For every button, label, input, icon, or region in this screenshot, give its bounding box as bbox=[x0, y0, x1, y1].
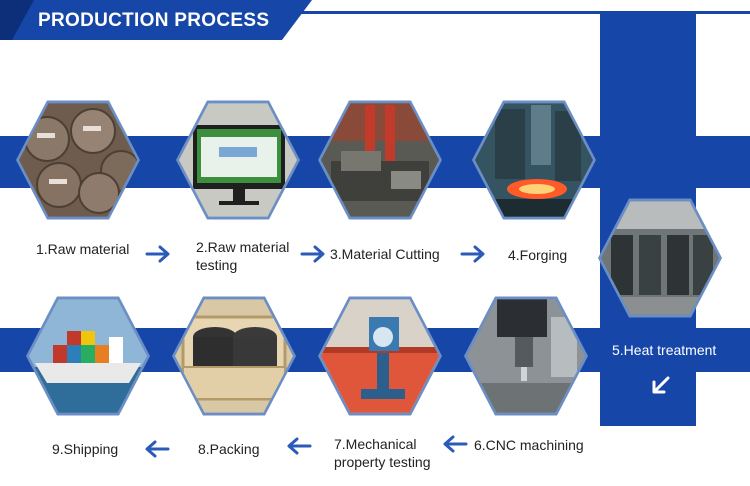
step-4-label: 4.Forging bbox=[508, 247, 568, 263]
step-1-label: 1.Raw material bbox=[36, 241, 130, 257]
step-8-label: 8.Packing bbox=[198, 441, 260, 457]
arrow-right-icon bbox=[300, 245, 325, 263]
header-rule bbox=[0, 11, 750, 14]
step-7-label-line1: 7.Mechanical bbox=[334, 436, 417, 452]
step-5-label: 5.Heat treatment bbox=[612, 342, 717, 358]
page-title: PRODUCTION PROCESS bbox=[38, 10, 270, 31]
mechanical-testing-image bbox=[318, 296, 442, 416]
step-6-label: 6.CNC machining bbox=[474, 437, 584, 453]
material-cutting-image bbox=[318, 100, 442, 220]
shipping-image bbox=[26, 296, 150, 416]
raw-material-testing-image bbox=[176, 100, 300, 220]
step-7-label-line2: property testing bbox=[334, 454, 431, 470]
cnc-machining-image bbox=[464, 296, 588, 416]
step-2-label-line1: 2.Raw material bbox=[196, 239, 290, 255]
heat-treatment-box bbox=[600, 328, 750, 372]
raw-material-image bbox=[16, 100, 140, 220]
arrow-left-icon bbox=[287, 437, 312, 455]
step-2-label-line2: testing bbox=[196, 257, 238, 273]
packing-image bbox=[172, 296, 296, 416]
header-banner bbox=[0, 0, 312, 40]
arrow-down-left-icon bbox=[652, 376, 670, 394]
arrow-left-icon bbox=[443, 435, 468, 453]
arrow-right-icon bbox=[145, 245, 170, 263]
arrow-right-icon bbox=[460, 245, 485, 263]
step-3-label: 3.Material Cutting bbox=[330, 246, 440, 262]
step-9-label: 9.Shipping bbox=[52, 441, 119, 457]
arrow-left-icon bbox=[145, 440, 170, 458]
forging-image bbox=[472, 100, 596, 220]
